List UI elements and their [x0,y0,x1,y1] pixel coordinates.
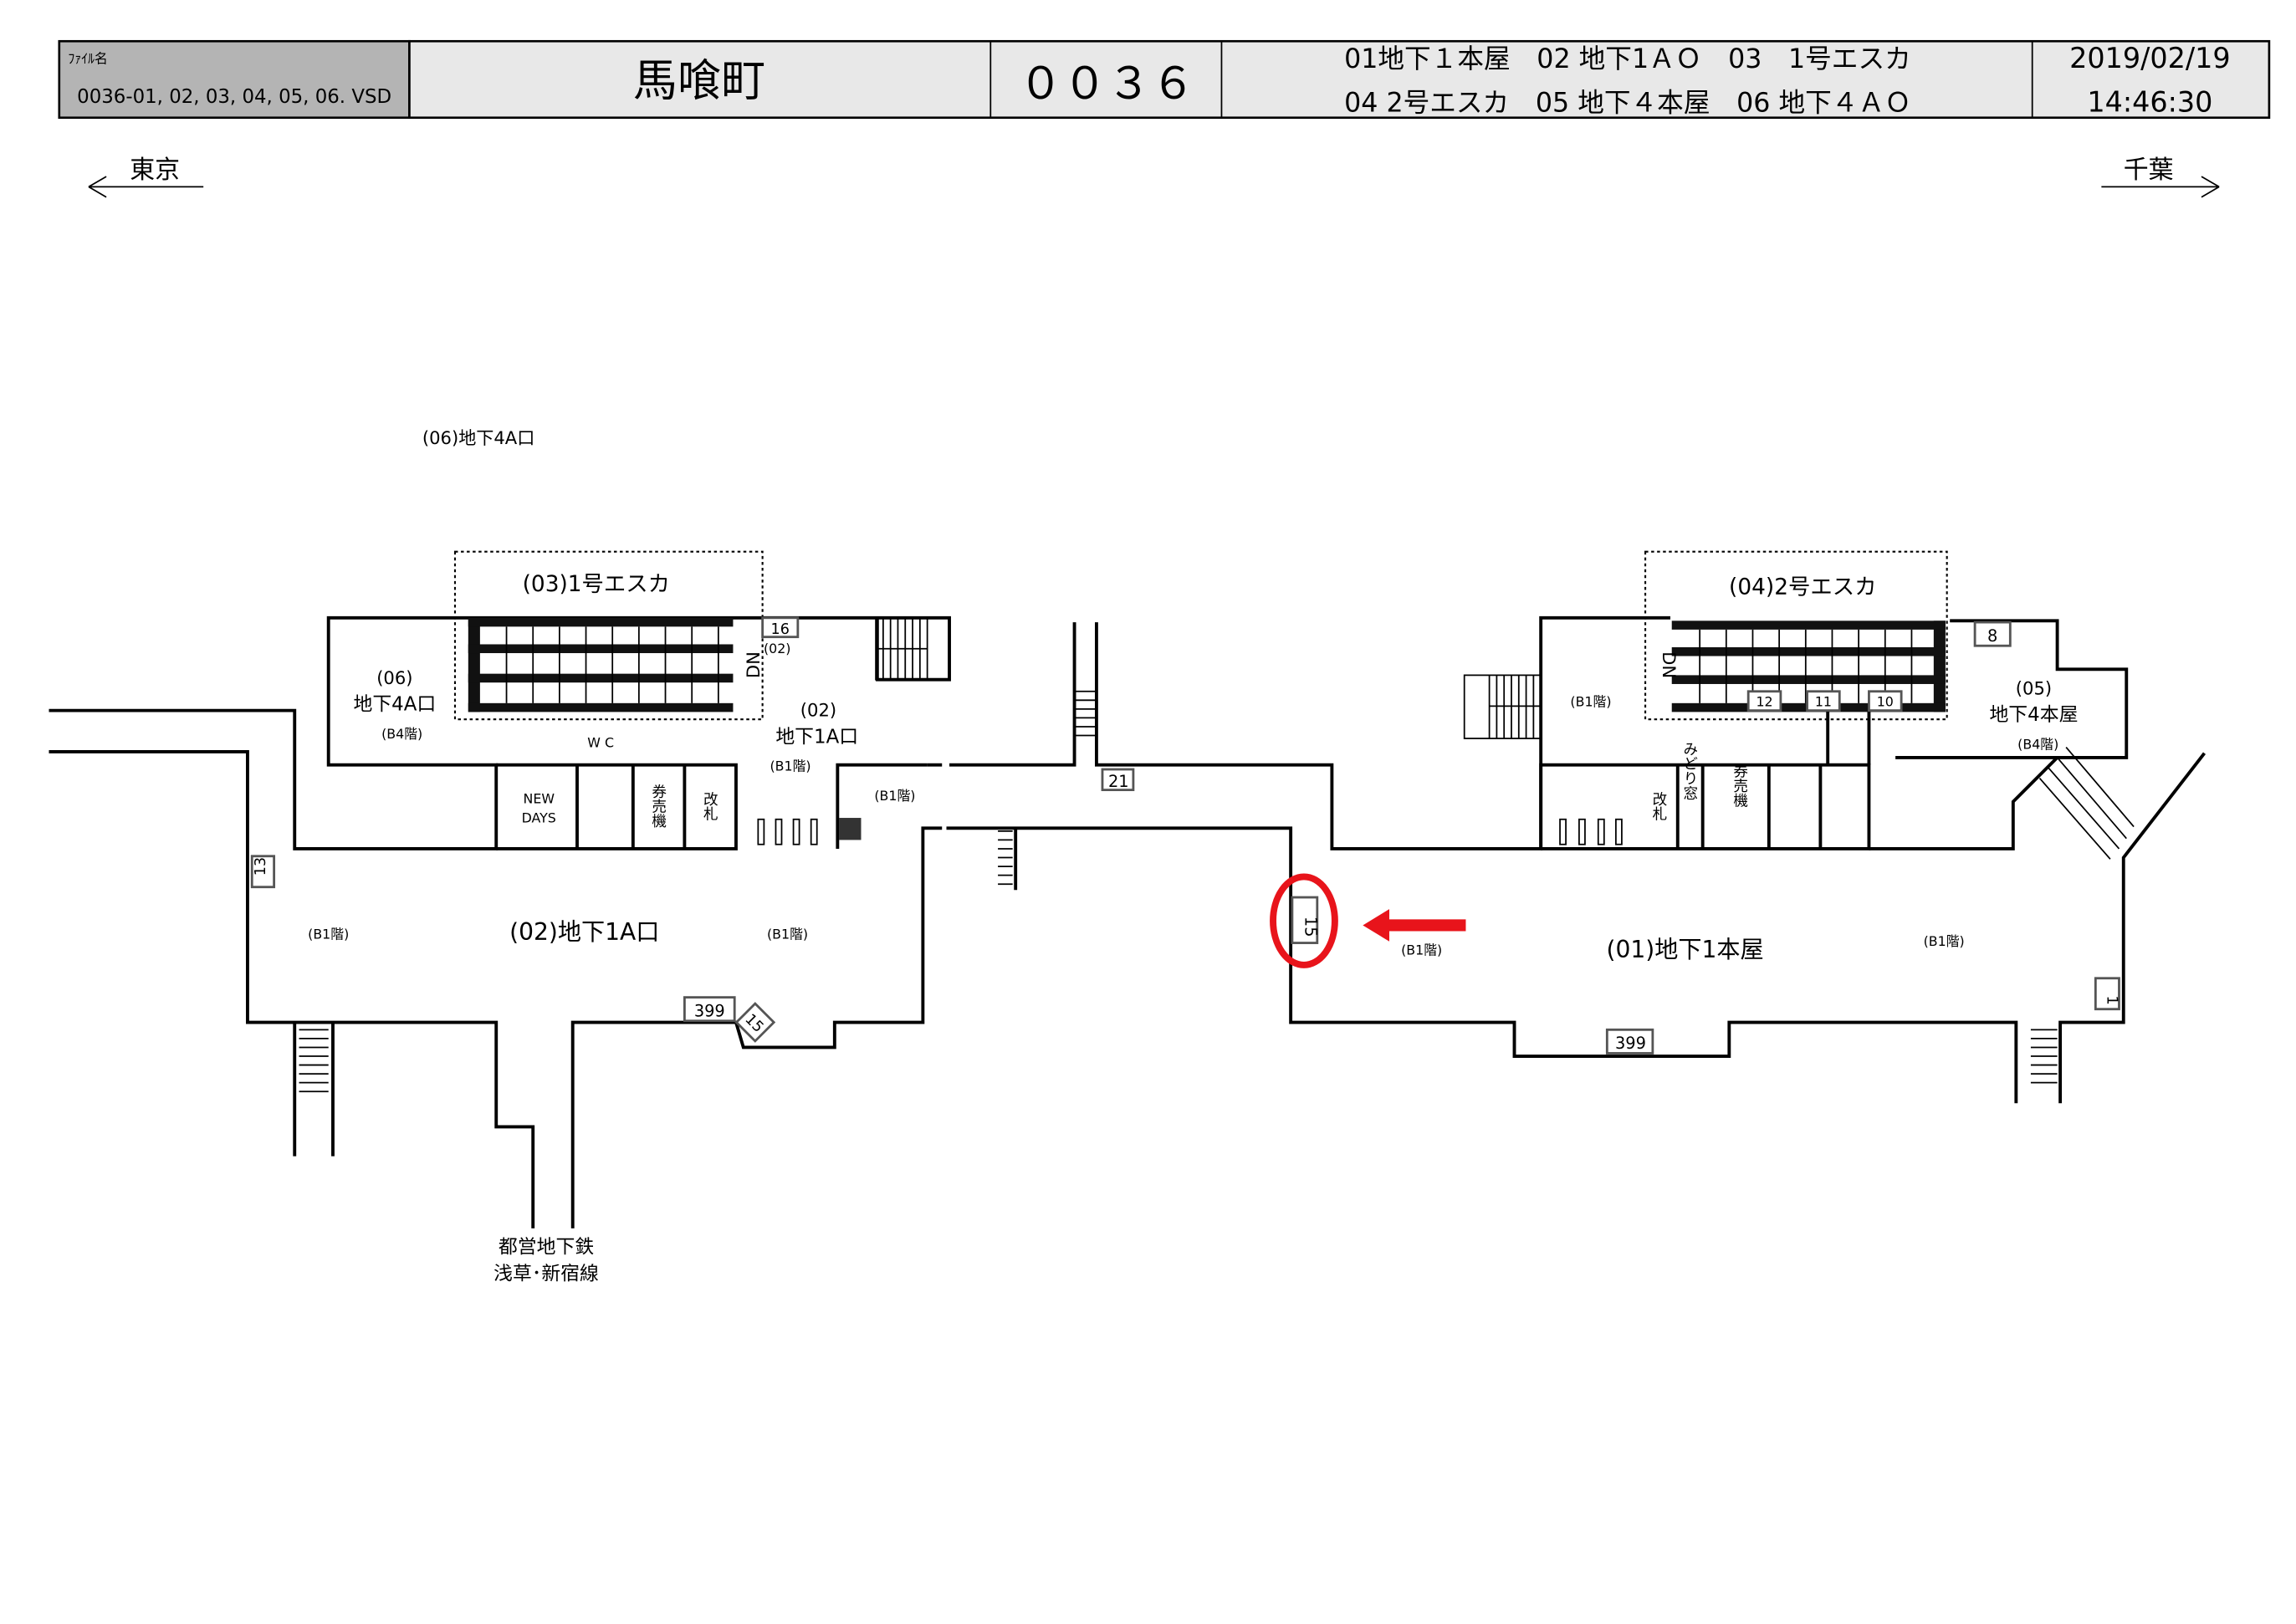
svg-text:(B1階): (B1階) [308,926,349,942]
svg-text:(02): (02) [764,641,790,656]
date: 2019/02/19 [2069,42,2231,74]
station-name: 馬喰町 [633,55,765,106]
stairs [299,616,2135,1093]
marker: 8 [1987,626,1997,646]
highlight-arrowhead-icon [1363,909,1389,942]
svg-text:東京: 東京 [130,156,180,185]
legend-line-2: 04 2号エスカ 05 地下４本屋 06 地下４ＡＯ [1344,89,1911,119]
svg-text:(B1階): (B1階) [767,926,808,942]
svg-text:NEW: NEW [524,790,555,806]
svg-text:千葉: 千葉 [2124,156,2174,185]
svg-text:(01)地下1本屋: (01)地下1本屋 [1606,936,1763,963]
svg-text:DAYS: DAYS [522,809,556,825]
marker: 21 [1108,772,1129,791]
dn-label: DN [743,651,764,678]
svg-text:地下4本屋: 地下4本屋 [1989,704,2078,726]
svg-text:券売機: 券売機 [650,784,667,830]
escalator-03: (03)1号エスカ DN (02) [453,550,790,721]
svg-text:券売機: 券売機 [1731,763,1748,809]
svg-text:(B1階): (B1階) [1924,933,1965,949]
header-bar: ﾌｧｲﾙ名 0036-01, 02, 03, 04, 05, 06. VSD 馬… [58,39,2271,120]
svg-text:(03)1号エスカ: (03)1号エスカ [523,572,670,597]
svg-text:(02)地下1A口: (02)地下1A口 [509,918,659,946]
svg-text:(B1階): (B1階) [1570,693,1611,709]
svg-text:改札: 改札 [701,791,718,820]
svg-text:(B1階): (B1階) [874,788,915,804]
marker: 16 [771,621,790,638]
arrow-left-icon [88,176,204,198]
arrow-right-icon [2101,176,2220,198]
room-labels: (06) 地下4A口 (B4階) W C NEW DAYS 券売機 改札 (02… [308,667,2078,1284]
marker: 399 [694,1002,725,1021]
marker: 13 [253,857,269,876]
location-markers: 16 13 399 15 21 15 399 1 8 12 11 10 [250,616,2120,1055]
svg-text:(04)2号エスカ: (04)2号エスカ [1729,575,1876,600]
marker: 1 [2103,996,2120,1005]
highlight-circle [1270,873,1338,968]
file-name: 0036-01, 02, 03, 04, 05, 06. VSD [77,86,391,108]
svg-text:改札: 改札 [1650,791,1667,820]
svg-text:(B4階): (B4階) [381,726,422,742]
marker: 11 [1815,693,1832,709]
svg-text:(B1階): (B1階) [1401,942,1442,958]
direction-chiba: 千葉 [2101,156,2220,198]
walls-west [49,615,2207,1228]
marker: 12 [1756,693,1772,709]
svg-text:都営地下鉄: 都営地下鉄 [499,1237,594,1259]
label-exit06-top: (06)地下4A口 [422,427,534,448]
svg-text:地下1A口: 地下1A口 [775,726,858,748]
marker: 10 [1877,693,1894,709]
marker: 15 [1301,917,1321,937]
svg-text:(02): (02) [800,700,836,721]
svg-text:(B4階): (B4階) [2017,736,2058,752]
direction-tokyo: 東京 [88,156,204,198]
svg-text:浅草･新宿線: 浅草･新宿線 [493,1263,599,1284]
svg-text:地下4A口: 地下4A口 [353,694,436,716]
svg-text:みどり窓: みどり窓 [1681,742,1698,800]
dn-label: DN [1659,651,1680,678]
station-code: ００３６ [1019,59,1195,110]
legend-line-1: 01地下１本屋 02 地下1ＡＯ 03 1号エスカ [1344,44,1911,74]
highlight [1270,873,1466,968]
time: 14:46:30 [2087,86,2212,119]
svg-text:(06): (06) [376,667,412,688]
marker: 399 [1615,1034,1646,1053]
svg-text:(05): (05) [2016,677,2052,698]
file-label: ﾌｧｲﾙ名 [68,51,108,67]
ticket-gates [757,818,1623,845]
svg-text:W C: W C [587,735,614,751]
svg-text:(B1階): (B1階) [770,758,811,774]
